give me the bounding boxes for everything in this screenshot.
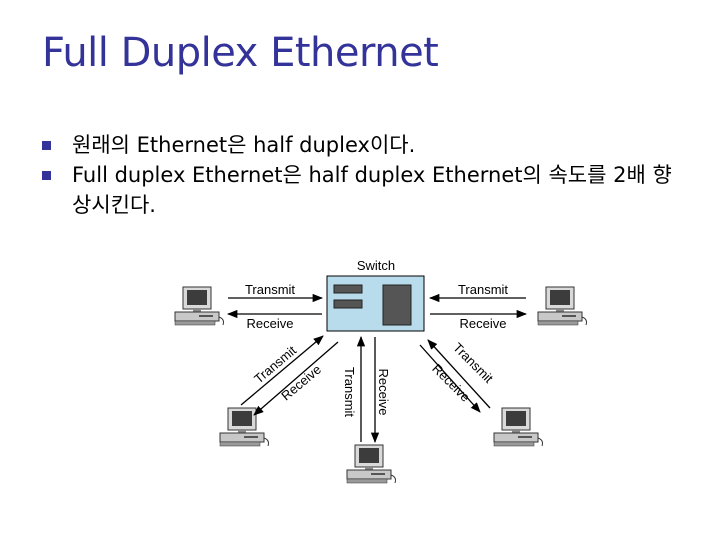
- bottom-right-transmit-arrow: [427, 339, 491, 409]
- bullet-text: 원래의 Ethernet은 half duplex이다.: [72, 133, 416, 157]
- bottom-transmit-label: Transmit: [342, 367, 357, 417]
- bullet-square-icon: [42, 141, 51, 150]
- switch-label: Switch: [357, 258, 395, 273]
- left-computer-icon: [174, 286, 224, 326]
- bottom-left-receive-arrow: [253, 341, 339, 416]
- left-transmit-label: Transmit: [245, 282, 295, 297]
- bullet-item: 원래의 Ethernet은 half duplex이다.: [42, 130, 682, 160]
- bottom-right-computer-icon: [493, 407, 543, 447]
- bottom-left-computer-icon: [219, 407, 269, 447]
- right-transmit-label: Transmit: [458, 282, 508, 297]
- bullet-item: Full duplex Ethernet은 half duplex Ethern…: [42, 160, 682, 220]
- right-receive-label: Receive: [460, 316, 507, 331]
- switch-port-icon: [333, 299, 363, 309]
- switch-port-icon: [333, 284, 363, 294]
- bottom-right-receive-arrow: [419, 344, 481, 413]
- right-computer-icon: [537, 286, 587, 326]
- bottom-computer-icon: [346, 444, 396, 484]
- switch-panel-icon: [382, 284, 412, 326]
- left-receive-label: Receive: [247, 316, 294, 331]
- bottom-receive-label: Receive: [376, 369, 391, 416]
- bullet-list: 원래의 Ethernet은 half duplex이다. Full duplex…: [42, 130, 682, 220]
- bullet-square-icon: [42, 171, 51, 180]
- bullet-text: Full duplex Ethernet은 half duplex Ethern…: [72, 163, 672, 217]
- slide-title: Full Duplex Ethernet: [42, 30, 439, 76]
- bottom-left-transmit-arrow: [240, 335, 324, 406]
